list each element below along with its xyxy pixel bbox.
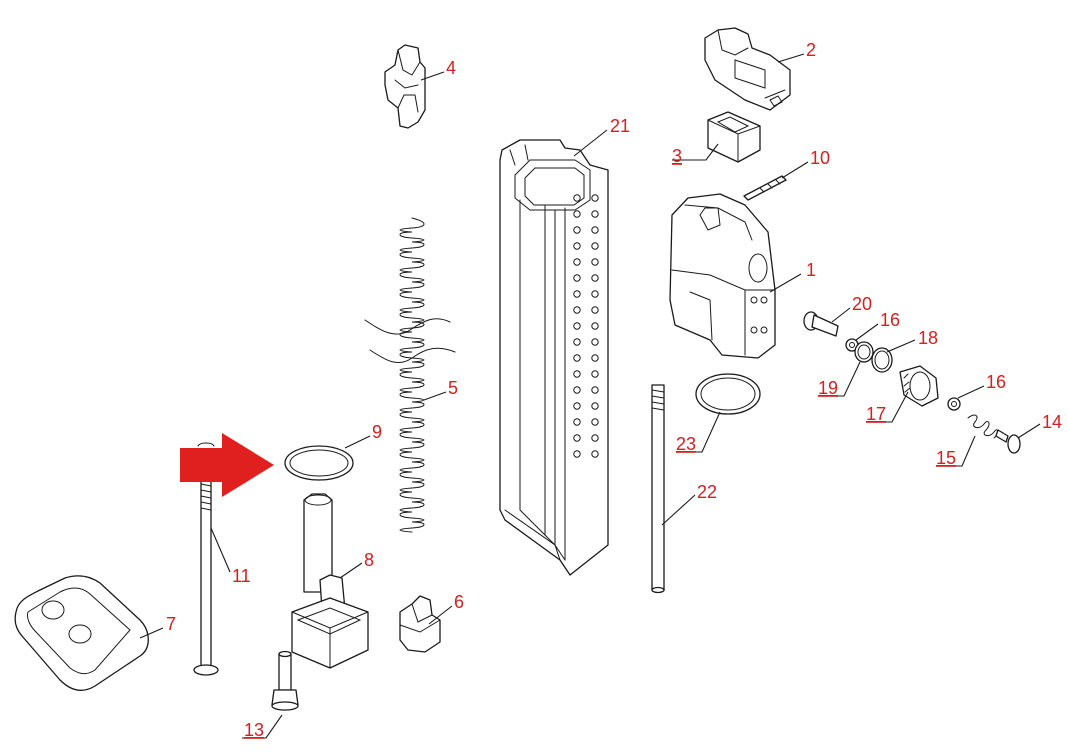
part-20 — [803, 311, 839, 337]
red-arrow-indicator — [180, 433, 274, 497]
part-oring-18 — [871, 347, 893, 373]
callout-19: 19 — [818, 378, 838, 398]
callout-3: 3 — [672, 146, 682, 166]
part-oring-19 — [854, 341, 874, 363]
part-screw-11 — [193, 442, 219, 676]
callout-4: 4 — [446, 58, 456, 78]
part-4 — [384, 44, 426, 129]
part-3 — [707, 111, 761, 163]
part-oring-23 — [695, 373, 761, 415]
part-14-screw — [995, 429, 1021, 454]
callout-23: 23 — [676, 434, 696, 454]
callout-10: 10 — [810, 148, 830, 168]
callout-16a: 16 — [880, 310, 900, 330]
part-17 — [899, 365, 939, 407]
callout-21: 21 — [610, 116, 630, 136]
part-2 — [704, 27, 791, 111]
callout-8: 8 — [364, 550, 374, 570]
part-magazine-body — [499, 139, 609, 576]
callout-2: 2 — [806, 40, 816, 60]
part-15-spring — [967, 414, 999, 439]
callout-22: 22 — [697, 482, 717, 502]
part-pin-13 — [271, 650, 299, 711]
callout-15: 15 — [936, 448, 956, 468]
leader-lines — [139, 53, 1041, 739]
callout-9: 9 — [372, 422, 382, 442]
part-oring-9 — [284, 445, 354, 481]
part-spring — [364, 217, 456, 533]
part-baseplate-7 — [14, 575, 149, 691]
part-rod-22 — [651, 384, 665, 594]
callout-18: 18 — [918, 328, 938, 348]
callout-17: 17 — [866, 404, 886, 424]
part-10 — [743, 175, 787, 201]
callout-20: 20 — [852, 294, 872, 314]
part-washer-16b — [947, 397, 961, 411]
callout-14: 14 — [1042, 412, 1062, 432]
callout-13: 13 — [244, 720, 264, 740]
callout-6: 6 — [454, 592, 464, 612]
callout-16b: 16 — [986, 372, 1006, 392]
callout-5: 5 — [448, 378, 458, 398]
part-valve-body — [669, 193, 776, 359]
part-8 — [291, 493, 369, 669]
part-6 — [399, 595, 441, 653]
callout-11: 11 — [232, 566, 251, 586]
callout-7: 7 — [166, 614, 176, 634]
callout-1: 1 — [806, 260, 816, 280]
